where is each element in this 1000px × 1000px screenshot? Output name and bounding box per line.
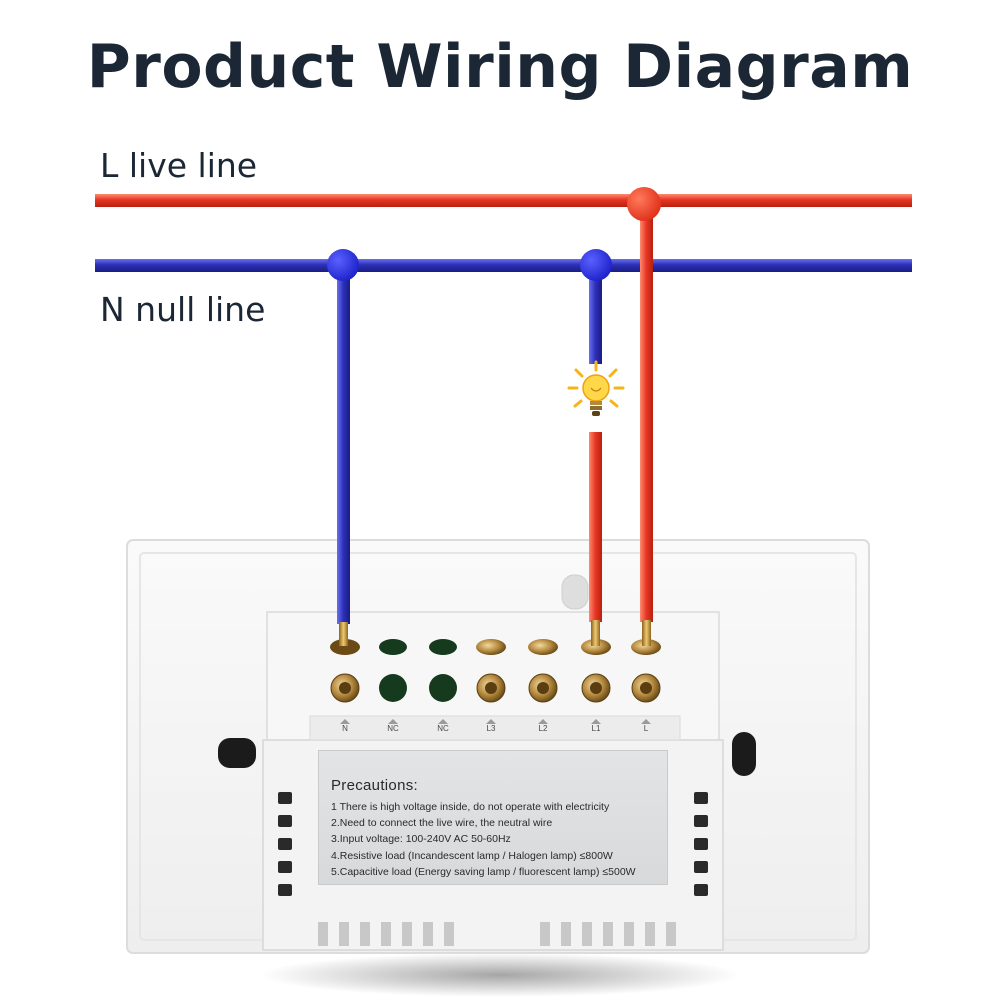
mounting-hole-left: [218, 738, 256, 768]
terminal-label-l2: L2: [538, 724, 548, 733]
terminal-screw-nc2: [429, 674, 457, 702]
terminal-screw-l2: [528, 673, 558, 703]
device-shadow: [260, 953, 740, 997]
terminal-label-nc2: NC: [437, 724, 449, 733]
terminal-label-n: N: [342, 724, 348, 733]
null-junction-lamp: [580, 249, 612, 281]
precaution-item: 2.Need to connect the live wire, the neu…: [331, 817, 553, 830]
null-junction-n: [327, 249, 359, 281]
mounting-hole-right: [732, 732, 756, 776]
neutral-wire-to-n: [337, 264, 350, 624]
terminal-label-l1: L1: [591, 724, 601, 733]
lamp-wire-to-l1: [589, 432, 602, 622]
live-line: [95, 194, 912, 207]
live-wire-to-l: [640, 200, 653, 622]
precaution-item: 1 There is high voltage inside, do not o…: [331, 801, 610, 813]
terminal-screws: [330, 673, 661, 703]
vents-left: [278, 792, 292, 896]
precautions-title: Precautions:: [331, 777, 418, 794]
vents-right: [694, 792, 708, 896]
precautions-label: Precautions: 1 There is high voltage ins…: [318, 750, 668, 885]
precaution-item: 3.Input voltage: 100-240V AC 50-60Hz: [331, 833, 511, 846]
terminal-screw-nc1: [379, 674, 407, 702]
terminal-label-l: L: [643, 724, 649, 733]
vents-bottom: [318, 922, 676, 946]
mounting-slot-top: [561, 574, 589, 610]
neutral-wire-to-lamp: [589, 264, 602, 364]
live-line-label: L live line: [100, 146, 258, 185]
live-junction: [627, 187, 661, 221]
null-line-label: N null line: [100, 290, 266, 329]
page-title: Product Wiring Diagram: [86, 32, 914, 102]
light-bulb-icon: [567, 360, 625, 416]
wire-pins: [339, 620, 651, 646]
terminal-label-nc1: NC: [387, 724, 399, 733]
precaution-item: 5.Capacitive load (Energy saving lamp / …: [331, 865, 636, 878]
precaution-item: 4.Resistive load (Incandescent lamp / Ha…: [331, 849, 613, 862]
terminal-screw-l1: [581, 673, 611, 703]
terminal-label-l3: L3: [486, 724, 496, 733]
null-line: [95, 259, 912, 272]
terminal-markers: [340, 719, 651, 724]
terminal-top-openings: [330, 639, 661, 655]
terminal-screw-l3: [476, 673, 506, 703]
terminal-screw-n: [330, 673, 360, 703]
terminal-screw-l: [631, 673, 661, 703]
